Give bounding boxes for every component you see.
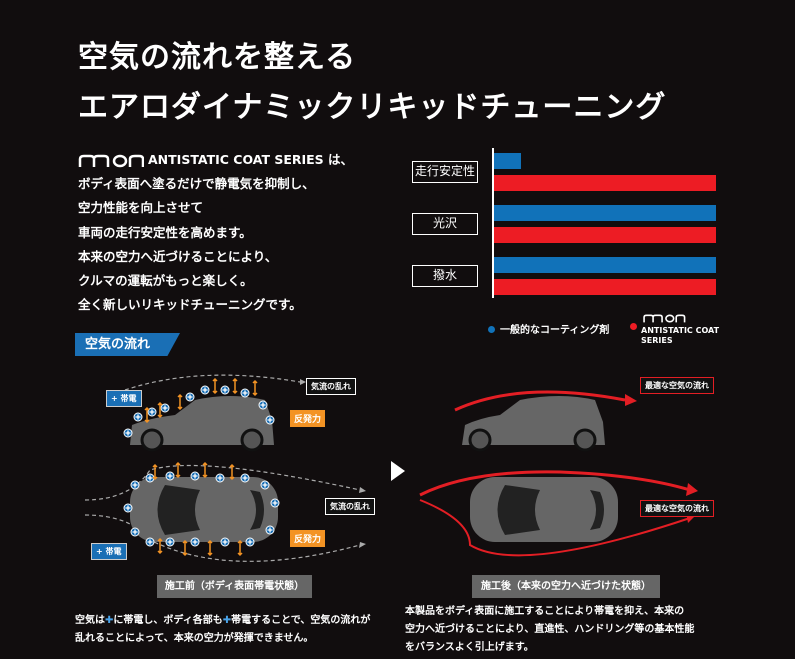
legend-label: SERIES xyxy=(641,336,673,345)
category-label: 走行安定性 xyxy=(412,161,478,183)
repulsion-arrow-icon xyxy=(202,461,208,479)
note-text: をバランスよく引上げます。 xyxy=(405,642,534,653)
section-tab: 空気の流れ xyxy=(75,333,180,356)
legend-general: 一般的なコーティング剤 xyxy=(488,321,609,336)
note-text: 本製品をボディ表面に施工することにより帯電を抑え、本来の xyxy=(405,606,685,617)
legend-label: 一般的なコーティング剤 xyxy=(500,325,610,336)
turbulence-label: 気流の乱れ xyxy=(306,378,356,395)
legend-dot-red xyxy=(630,323,637,330)
after-caption: 施工後（本来の空力へ近づけた状態） xyxy=(472,575,660,598)
description: ANTISTATIC COAT SERIES は、 ボディ表面へ塗るだけで静電気… xyxy=(78,148,353,317)
note-text: に帯電し、ボディ各部も xyxy=(113,615,223,626)
repulsion-arrow-icon xyxy=(157,537,163,555)
optimal-flow-lines xyxy=(419,390,691,557)
legend-label: ANTISTATIC COAT xyxy=(641,326,720,335)
turbulence-label: 気流の乱れ xyxy=(325,498,375,515)
repulsion-arrow-icon xyxy=(229,463,235,481)
category-label: 光沢 xyxy=(412,213,478,235)
car-top-after xyxy=(470,477,618,542)
bar-general xyxy=(494,205,716,221)
optimal-flow-label: 最適な空気の流れ xyxy=(640,500,714,517)
chart-axis xyxy=(492,148,494,298)
description-line: クルマの運転がもっと楽しく。 xyxy=(78,273,253,289)
charge-markers xyxy=(123,377,280,557)
mon-logo xyxy=(643,314,686,323)
turbulent-flow-lines xyxy=(84,374,361,562)
repulsion-arrow-icon xyxy=(152,463,158,481)
repulsion-label: 反発力 xyxy=(290,410,326,427)
repulsion-arrow-icon xyxy=(252,379,258,397)
before-caption: 施工前（ボディ表面帯電状態） xyxy=(157,575,312,598)
car-top-before xyxy=(130,477,278,542)
repulsion-arrow-icon xyxy=(232,377,238,395)
repulsion-arrow-icon xyxy=(207,539,213,557)
before-note: 空気は✚に帯電し、ボディ各部も✚帯電することで、空気の流れが 乱れることによって… xyxy=(75,612,370,648)
note-text: 帯電することで、空気の流れが xyxy=(231,615,371,626)
charge-label: + 帯電 xyxy=(106,390,142,407)
airflow-diagram xyxy=(84,374,698,562)
legend-dot-blue xyxy=(488,326,495,333)
note-text: 空力へ近づけることにより、直進性、ハンドリング等の基本性能 xyxy=(405,624,695,635)
description-line: ボディ表面へ塗るだけで静電気を抑制し、 xyxy=(78,176,315,192)
bar-brand xyxy=(494,279,716,295)
description-line: ANTISTATIC COAT SERIES は、 xyxy=(148,152,354,167)
description-line: 全く新しいリキッドチューニングです。 xyxy=(78,297,302,313)
charge-label: + 帯電 xyxy=(91,543,127,560)
description-line: 本来の空力へ近づけることにより、 xyxy=(78,248,278,264)
repulsion-label: 反発力 xyxy=(290,530,326,547)
repulsion-arrow-icon xyxy=(237,539,243,557)
category-label: 撥水 xyxy=(412,265,478,287)
headline-line-2: エアロダイナミックリキッドチューニング xyxy=(78,90,667,125)
repulsion-arrow-icon xyxy=(212,377,218,395)
after-note: 本製品をボディ表面に施工することにより帯電を抑え、本来の 空力へ近づけることによ… xyxy=(405,603,694,657)
plus-charge-icon: ✚ xyxy=(222,615,232,626)
headline-line-1: 空気の流れを整える xyxy=(78,40,357,75)
repulsion-arrow-icon xyxy=(177,393,183,411)
note-text: 空気は xyxy=(75,615,105,626)
bar-general xyxy=(494,257,716,273)
repulsion-arrow-icon xyxy=(157,401,163,419)
arrow-right-icon xyxy=(391,461,405,481)
bar-brand xyxy=(494,175,716,191)
repulsion-arrow-icon xyxy=(182,539,188,557)
note-text: 乱れることによって、本来の空力が発揮できません。 xyxy=(75,633,314,644)
bar-brand xyxy=(494,227,716,243)
car-side-before xyxy=(130,396,274,452)
bar-general xyxy=(494,153,521,169)
optimal-flow-label: 最適な空気の流れ xyxy=(640,377,714,394)
repulsion-arrow-icon xyxy=(144,406,150,424)
description-line: 空力性能を向上させて xyxy=(78,200,204,216)
plus-charge-icon: ✚ xyxy=(105,615,114,626)
mon-logo xyxy=(78,154,144,167)
car-side-after xyxy=(462,396,605,452)
repulsion-arrow-icon xyxy=(175,461,181,479)
description-line: 車両の走行安定性を高めます。 xyxy=(78,224,252,240)
